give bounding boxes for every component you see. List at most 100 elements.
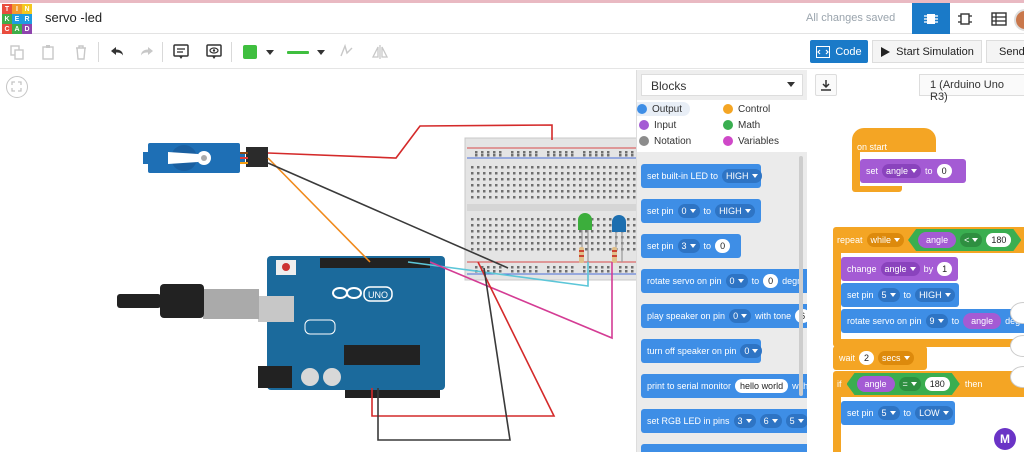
circuit-view-button[interactable]: [912, 3, 950, 34]
breadboard-hole: [561, 224, 564, 227]
operator-dropdown[interactable]: =: [899, 377, 921, 391]
breadboard-hole: [507, 230, 510, 233]
resistors[interactable]: [579, 247, 617, 263]
block-set-pin-digital[interactable]: set pin 0 to HIGH: [641, 199, 761, 223]
equals-block[interactable]: angle = 180: [847, 373, 960, 395]
pin-dropdown[interactable]: 0: [677, 204, 700, 218]
notes-visibility-button[interactable]: [203, 40, 225, 64]
arduino-uno-board[interactable]: UNO: [117, 256, 445, 398]
rotate-button[interactable]: [336, 40, 356, 64]
pin-dropdown[interactable]: 9: [925, 314, 948, 328]
schematic-view-button[interactable]: [946, 3, 984, 34]
block-set-pin-analog[interactable]: set pin 3 to 0: [641, 234, 741, 258]
undo-button[interactable]: [106, 40, 128, 64]
breadboard-hole: [495, 224, 498, 227]
pin-dropdown[interactable]: 5: [785, 414, 807, 428]
number-input[interactable]: 0: [715, 239, 731, 253]
number-input[interactable]: 0: [936, 164, 952, 178]
time-unit-dropdown[interactable]: secs: [878, 351, 914, 365]
block-partial[interactable]: [641, 444, 807, 452]
download-code-button[interactable]: [815, 74, 837, 96]
send-button[interactable]: Send: [986, 40, 1024, 63]
on-start-block[interactable]: on start set angle to 0: [852, 128, 966, 192]
pin-dropdown[interactable]: 0: [725, 274, 748, 288]
pin-dropdown[interactable]: 6: [759, 414, 782, 428]
set-variable-block[interactable]: set angle to 0: [860, 159, 966, 183]
code-mode-dropdown[interactable]: Blocks: [641, 74, 803, 96]
category-notation[interactable]: Notation: [637, 134, 691, 148]
pin-dropdown[interactable]: 0: [729, 309, 752, 323]
code-button[interactable]: Code: [810, 40, 868, 63]
compare-block[interactable]: angle < 180: [908, 229, 1021, 251]
color-picker[interactable]: [238, 40, 278, 64]
wire-type-picker[interactable]: [284, 40, 328, 64]
start-simulation-button[interactable]: Start Simulation: [872, 40, 982, 63]
breadboard-hole: [615, 172, 618, 175]
change-variable-block[interactable]: change angle by 1: [841, 257, 958, 281]
pin-dropdown[interactable]: 3: [733, 414, 756, 428]
angle-variable[interactable]: angle: [918, 232, 956, 248]
set-pin-block[interactable]: set pin 5 to HIGH: [841, 283, 959, 307]
text-input[interactable]: hello world: [735, 379, 789, 393]
component-list-button[interactable]: [980, 3, 1018, 34]
block-set-rgb-led[interactable]: set RGB LED in pins 3 6 5: [641, 409, 807, 433]
pin-dropdown[interactable]: 3: [677, 239, 700, 253]
category-math[interactable]: Math: [723, 118, 760, 132]
value-dropdown[interactable]: LOW: [915, 406, 953, 420]
category-variables[interactable]: Variables: [723, 134, 779, 148]
pin-dropdown[interactable]: 0: [740, 344, 763, 358]
pin-dropdown[interactable]: 5: [877, 288, 900, 302]
if-then-block[interactable]: if angle = 180 then set pin 5 to LOW: [833, 371, 1024, 452]
copy-button[interactable]: [6, 40, 28, 64]
number-input[interactable]: 180: [925, 377, 950, 391]
palette-scrollbar[interactable]: [799, 156, 803, 396]
block-turn-off-speaker[interactable]: turn off speaker on pin 0: [641, 339, 763, 363]
breadboard-hole: [471, 196, 474, 199]
operator-dropdown[interactable]: <: [960, 233, 982, 247]
block-set-builtin-led[interactable]: set built-in LED to HIGH: [641, 164, 762, 188]
redo-button[interactable]: [136, 40, 158, 64]
set-pin-low-block[interactable]: set pin 5 to LOW: [841, 401, 955, 425]
category-output[interactable]: Output: [637, 102, 691, 116]
code-workspace[interactable]: 1 (Arduino Uno R3) on start set angle to…: [809, 70, 1024, 452]
delete-button[interactable]: [70, 40, 92, 64]
block-rotate-servo[interactable]: rotate servo on pin 0 to 0 degr: [641, 269, 807, 293]
angle-variable[interactable]: angle: [963, 313, 1002, 329]
number-input[interactable]: 0: [763, 274, 779, 288]
angle-variable[interactable]: angle: [857, 376, 895, 392]
block-play-speaker[interactable]: play speaker on pin 0 with tone 6: [641, 304, 807, 328]
servo-motor[interactable]: [143, 143, 268, 173]
rotate-servo-block[interactable]: rotate servo on pin 9 to angle deg: [841, 309, 1024, 333]
chevron-down-icon: [265, 49, 274, 55]
wait-block[interactable]: wait 2 secs: [833, 346, 927, 370]
project-title[interactable]: servo -led: [45, 10, 103, 25]
extension-badge[interactable]: M: [994, 428, 1016, 450]
number-input[interactable]: 1: [937, 262, 953, 276]
pin-dropdown[interactable]: 5: [877, 406, 900, 420]
number-input[interactable]: 2: [859, 351, 875, 365]
rail-hole: [535, 266, 538, 269]
loop-type-dropdown[interactable]: while: [866, 233, 905, 247]
value-dropdown[interactable]: HIGH: [722, 169, 762, 183]
block-print-serial[interactable]: print to serial monitor hello world with: [641, 374, 807, 398]
category-input[interactable]: Input: [637, 118, 676, 132]
rail-hole: [493, 266, 496, 269]
rail-hole: [523, 270, 526, 273]
notes-button[interactable]: [170, 40, 192, 64]
repeat-while-block[interactable]: repeat while angle < 180 change angle by…: [833, 227, 1024, 347]
value-dropdown[interactable]: HIGH: [915, 288, 955, 302]
value-dropdown[interactable]: HIGH: [715, 204, 755, 218]
number-input[interactable]: 180: [986, 233, 1011, 247]
breadboard-hole: [615, 190, 618, 193]
breadboard[interactable]: [464, 137, 636, 281]
flip-button[interactable]: [370, 40, 390, 64]
category-control[interactable]: Control: [723, 102, 770, 116]
variable-dropdown[interactable]: angle: [880, 262, 920, 276]
board-select[interactable]: 1 (Arduino Uno R3): [919, 74, 1024, 103]
circuit-canvas[interactable]: UNO: [0, 70, 636, 452]
zoom-to-fit-button[interactable]: [6, 76, 28, 98]
toolbar: Code Start Simulation Send: [0, 35, 1024, 69]
paste-button[interactable]: [38, 40, 60, 64]
variable-dropdown[interactable]: angle: [882, 164, 922, 178]
